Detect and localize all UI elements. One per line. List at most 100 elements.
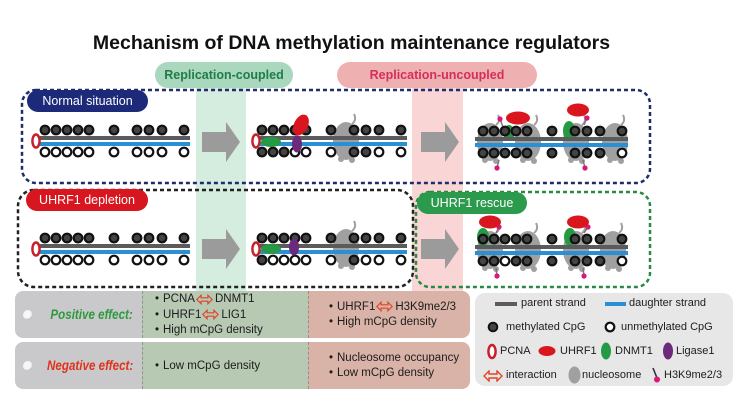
methylated-cpg xyxy=(581,125,593,137)
methylated-cpg xyxy=(395,232,407,244)
effect-item: UHRF1 H3K9me2/3 xyxy=(329,299,470,315)
uhrf1 xyxy=(567,215,589,229)
effect-item-b: H3K9me2/3 xyxy=(395,300,457,313)
dna-strand-depletion-coupled xyxy=(254,232,407,266)
methylated-cpg xyxy=(267,146,279,158)
methylated-cpg xyxy=(581,255,593,267)
uhrf1 xyxy=(506,111,530,125)
ligase1-icon xyxy=(663,342,673,360)
methylated-cpg xyxy=(267,124,279,136)
pcna xyxy=(251,133,261,149)
unmethylated-cpg xyxy=(143,254,155,266)
methylated-cpg xyxy=(510,255,522,267)
unmethylated-cpg xyxy=(616,147,628,159)
unmethylated-cpg xyxy=(61,254,73,266)
methylated-cpg xyxy=(477,233,489,245)
interaction-arrow-icon xyxy=(483,370,503,382)
dna-strands xyxy=(37,124,628,267)
unmethylated-cpg xyxy=(131,254,143,266)
methylated-cpg xyxy=(373,124,385,136)
methylated-cpg xyxy=(278,146,290,158)
uhrf1 xyxy=(479,215,501,229)
effect-item-a: PCNA xyxy=(163,293,195,305)
methylated-cpg xyxy=(278,232,290,244)
effects-table: Positive effect: PCNA DNMT1 UHRF1 LIG1 H… xyxy=(15,291,470,390)
methylated-cpg xyxy=(510,147,522,159)
interaction-arrow-icon xyxy=(376,301,394,313)
uhrf1-depletion-box xyxy=(16,188,415,289)
dnmt1 xyxy=(261,137,281,147)
daughter-strand xyxy=(254,142,407,146)
legend: parent strand daughter strand methylated… xyxy=(475,293,733,386)
replication-uncoupled-column xyxy=(412,88,463,291)
effect-item: Low mCpG density xyxy=(329,366,470,382)
effect-item: High mCpG density xyxy=(155,322,308,338)
unmethylated-cpg xyxy=(395,254,407,266)
methylated-cpg xyxy=(143,232,155,244)
parent-strand xyxy=(37,136,190,140)
methylated-cpg xyxy=(156,232,168,244)
pcna xyxy=(31,241,41,257)
unmethylated-cpg xyxy=(373,254,385,266)
methylated-cpg xyxy=(594,125,606,137)
unmethylated-cpg xyxy=(39,254,51,266)
unmethylated-cpg xyxy=(395,146,407,158)
replication-coupled-header: Replication-coupled xyxy=(155,62,293,88)
daughter-strand xyxy=(37,142,190,146)
methylated-cpg xyxy=(521,125,533,137)
methylated-cpg xyxy=(256,146,268,158)
figure-title: Mechanism of DNA methylation maintenance… xyxy=(92,32,611,54)
unmethylated-cpg xyxy=(499,255,511,267)
negative-uncoupled-cell: Nucleosome occupancy Low mCpG density xyxy=(308,342,470,389)
dnmt1 xyxy=(261,244,281,254)
methylated-cpg xyxy=(488,255,500,267)
parent-strand xyxy=(254,244,407,248)
methylated-cpg xyxy=(594,233,606,245)
h3k9me-mark xyxy=(581,267,587,279)
methylated-cpg xyxy=(325,124,337,136)
methylated-cpg xyxy=(83,232,95,244)
pcna xyxy=(31,133,41,149)
interaction-arrow-icon xyxy=(202,309,220,320)
daughter-strand-swatch xyxy=(605,302,626,306)
methylated-cpg xyxy=(360,146,372,158)
dna-strand-rescue-uncoupled xyxy=(475,233,628,267)
methylated-cpg xyxy=(131,232,143,244)
unmethylated-cpg xyxy=(300,146,312,158)
methylated-cpg xyxy=(616,233,628,245)
uhrf1-rescue-badge: UHRF1 rescue xyxy=(417,192,527,214)
effect-item: PCNA DNMT1 xyxy=(155,291,308,307)
methylated-cpg xyxy=(581,147,593,159)
row-marker-dot xyxy=(23,360,33,371)
uhrf1-depletion-badge: UHRF1 depletion xyxy=(26,189,148,211)
methylated-cpg xyxy=(510,233,522,245)
legend-pcna: PCNA xyxy=(500,345,531,357)
unmethylated-cpg xyxy=(325,146,337,158)
unmethylated-cpg xyxy=(178,254,190,266)
legend-methylated-cpg: methylated CpG xyxy=(506,321,586,333)
methylated-cpg xyxy=(278,124,290,136)
methylated-cpg xyxy=(39,232,51,244)
arrow-right-icon xyxy=(421,122,459,162)
methylated-cpg xyxy=(50,124,62,136)
methylated-cpg xyxy=(325,232,337,244)
methylated-cpg xyxy=(499,147,511,159)
daughter-strand xyxy=(475,143,628,147)
dna-strand-normal-initial xyxy=(37,124,190,158)
unmethylated-cpg-icon xyxy=(604,321,616,333)
unmethylated-cpg xyxy=(325,254,337,266)
methylated-cpg xyxy=(488,147,500,159)
negative-coupled-cell: Low mCpG density xyxy=(142,342,308,389)
methylated-cpg xyxy=(477,255,489,267)
front-layer xyxy=(31,103,589,257)
methylated-cpg xyxy=(477,125,489,137)
effect-item-a: UHRF1 xyxy=(337,300,376,313)
unmethylated-cpg xyxy=(108,146,120,158)
h3k9me-mark xyxy=(582,159,588,171)
methylated-cpg xyxy=(395,124,407,136)
methylated-cpg xyxy=(594,147,606,159)
pcna xyxy=(251,241,261,257)
methylated-cpg xyxy=(178,124,190,136)
positive-effect-label-cell: Positive effect: xyxy=(15,291,142,338)
unmethylated-cpg xyxy=(278,254,290,266)
